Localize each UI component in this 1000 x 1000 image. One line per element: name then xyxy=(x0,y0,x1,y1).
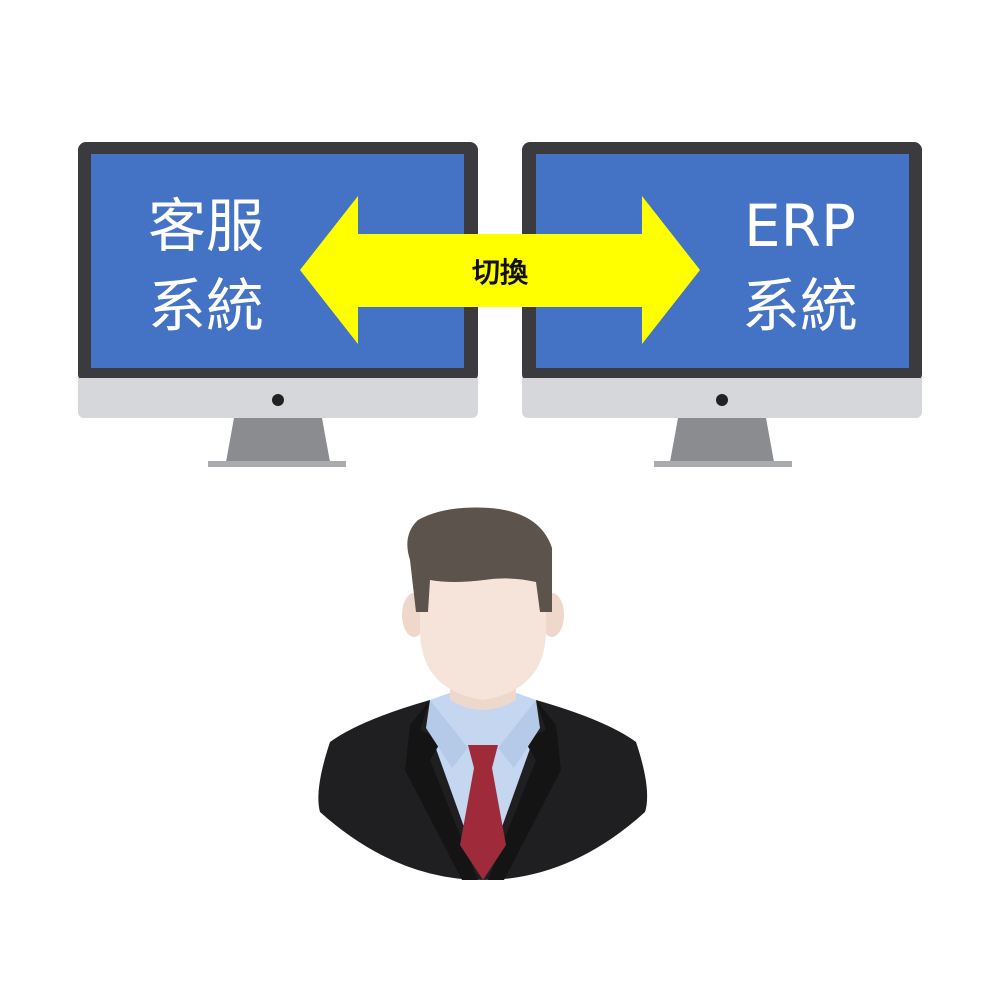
hair xyxy=(407,507,552,612)
double-headed-arrow-icon: 切換 xyxy=(300,196,700,344)
shirt-collar-left xyxy=(426,700,468,768)
shirt-collar-right xyxy=(498,700,540,768)
right-monitor-base xyxy=(654,461,792,467)
right-monitor: ERP 系統 xyxy=(522,142,922,467)
left-monitor-base xyxy=(208,461,346,467)
right-screen-line1: ERP xyxy=(744,192,856,260)
right-monitor-power-dot xyxy=(716,394,728,406)
left-lapel xyxy=(405,700,478,880)
right-monitor-stand xyxy=(670,418,774,462)
right-screen-line2: 系統 xyxy=(742,272,858,340)
right-lapel xyxy=(488,700,561,880)
left-monitor-stand xyxy=(226,418,330,462)
tie-knot xyxy=(468,745,498,768)
left-screen-line1: 客服 xyxy=(148,192,264,260)
switch-arrow-label: 切換 xyxy=(472,256,529,289)
left-screen-line2: 系統 xyxy=(148,272,264,340)
tie xyxy=(460,768,506,880)
left-monitor-power-dot xyxy=(272,394,284,406)
businessman-avatar-icon xyxy=(318,507,648,880)
left-monitor: 客服 系統 xyxy=(78,142,478,467)
switch-arrow xyxy=(300,196,700,344)
